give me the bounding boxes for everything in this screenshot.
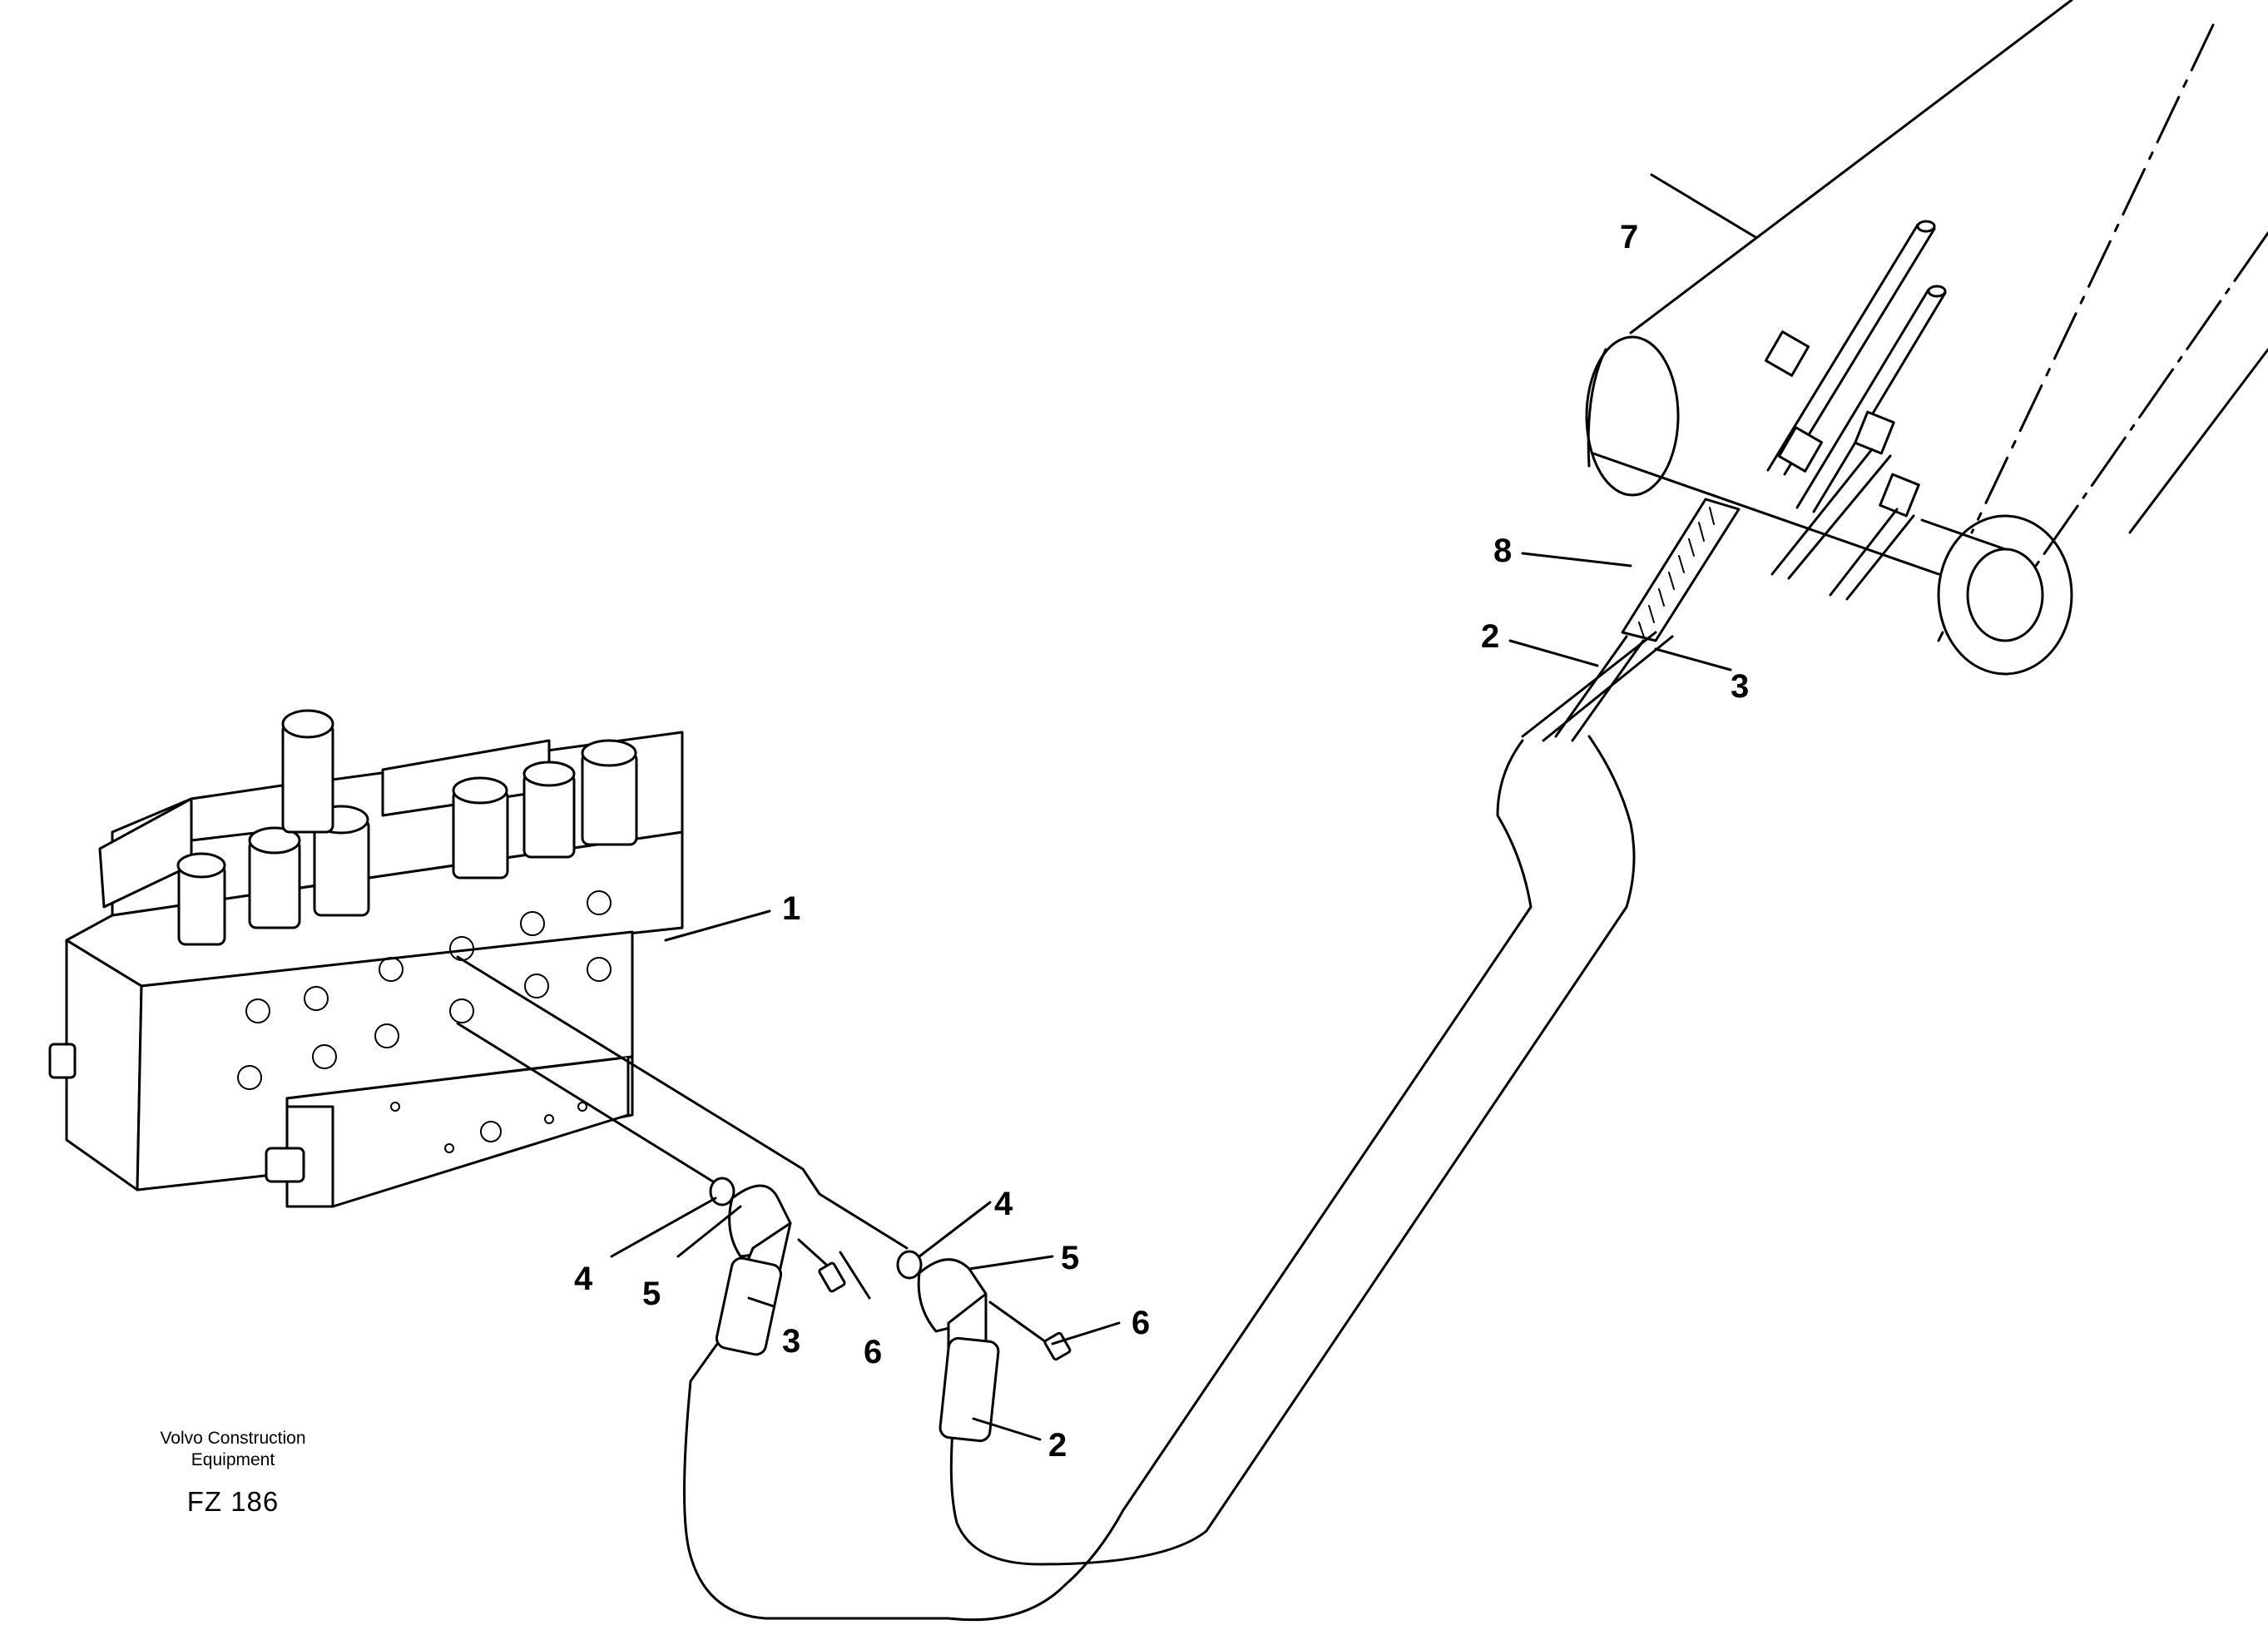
callout-2-hose-top: 2	[1481, 618, 1499, 655]
callout-3-hose-bottom: 3	[782, 1323, 800, 1360]
callout-4-left: 4	[574, 1261, 593, 1297]
company-name-line2: Equipment	[191, 1450, 275, 1469]
callout-1: 1	[782, 890, 800, 927]
fittings	[456, 955, 1072, 1443]
solenoid-coils	[176, 709, 638, 946]
callout-5-right: 5	[1061, 1240, 1079, 1276]
callout-labels: 1 2 2 3 3 4 4 5 5 6 6 7 8	[574, 219, 1749, 1464]
callout-8: 8	[1493, 533, 1512, 569]
figure-code: FZ 186	[186, 1486, 280, 1517]
callout-5-left: 5	[642, 1276, 661, 1312]
boom-arm	[1585, 0, 2268, 676]
callout-3-hose-top: 3	[1731, 668, 1749, 705]
valve-ports	[237, 890, 612, 1153]
control-valve-block	[48, 709, 684, 1208]
callout-7: 7	[1620, 219, 1638, 255]
callout-6-right: 6	[1132, 1305, 1150, 1341]
spiral-guard	[1621, 498, 1741, 642]
figure-caption: Volvo Construction Equipment FZ 186	[108, 1428, 358, 1518]
hose-routing	[683, 631, 1674, 1622]
callout-leaders	[610, 173, 1757, 1441]
callout-4-right: 4	[994, 1186, 1013, 1222]
company-name-line1: Volvo Construction	[160, 1429, 306, 1448]
callout-6-left: 6	[864, 1334, 882, 1370]
callout-2-hose-bottom: 2	[1048, 1427, 1067, 1464]
boom-pipes	[1764, 220, 1947, 601]
